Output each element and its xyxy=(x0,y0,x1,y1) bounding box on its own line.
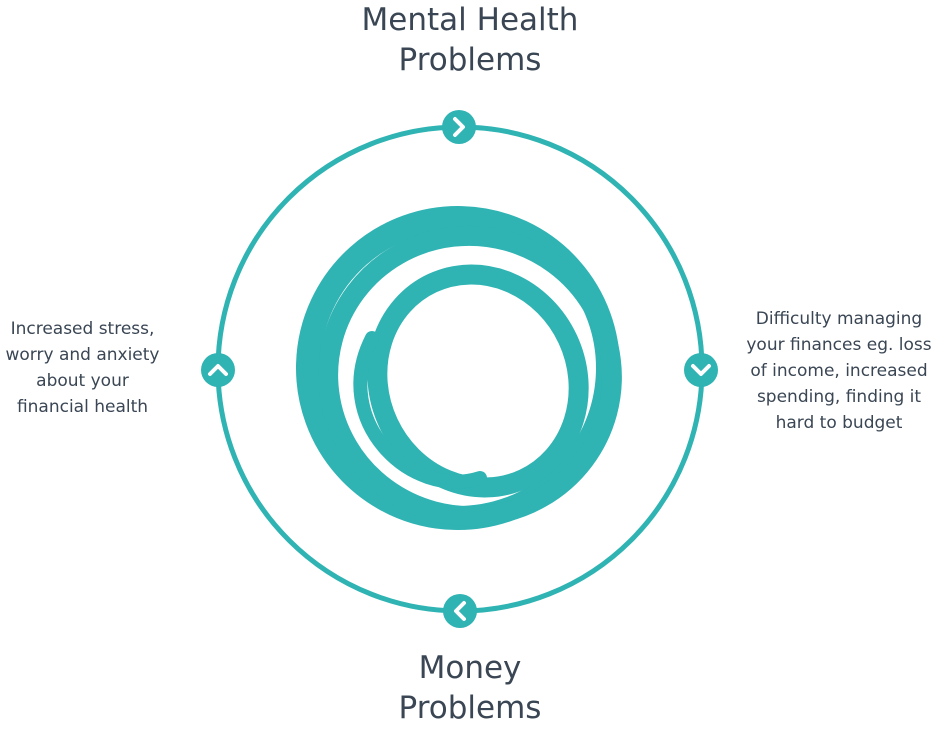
node-top xyxy=(442,110,476,144)
spiral-scribble-icon xyxy=(296,206,622,530)
left-note-line: financial health xyxy=(16,397,149,417)
bottom-title-money-problems: Money Problems xyxy=(0,648,940,728)
right-note-line: your finances eg. loss xyxy=(746,335,932,355)
chevron-up-icon xyxy=(208,364,228,376)
left-note-line: Increased stress, xyxy=(10,319,155,339)
node-bottom xyxy=(443,594,477,628)
left-note-line: worry and anxiety xyxy=(5,345,160,365)
node-right xyxy=(684,353,718,387)
node-left xyxy=(201,353,235,387)
chevron-right-icon xyxy=(453,117,465,137)
right-note-line: hard to budget xyxy=(775,413,903,433)
right-note-line: of income, increased xyxy=(750,361,928,381)
bottom-title-line-2: Problems xyxy=(398,690,542,726)
left-note-line: about your xyxy=(36,371,129,391)
top-title-mental-health-problems: Mental Health Problems xyxy=(0,0,940,80)
chevron-down-icon xyxy=(691,364,711,376)
chevron-left-icon xyxy=(454,601,466,621)
top-title-line-1: Mental Health xyxy=(361,2,579,38)
right-note-line: spending, finding it xyxy=(756,387,922,407)
left-note-stress: Increased stress, worry and anxiety abou… xyxy=(0,316,165,420)
top-title-line-2: Problems xyxy=(398,42,542,78)
right-note-line: Difficulty managing xyxy=(755,309,923,329)
cycle-ring xyxy=(215,124,705,614)
right-note-difficulty: Difficulty managing your finances eg. lo… xyxy=(744,306,934,436)
bottom-title-line-1: Money xyxy=(418,650,522,686)
